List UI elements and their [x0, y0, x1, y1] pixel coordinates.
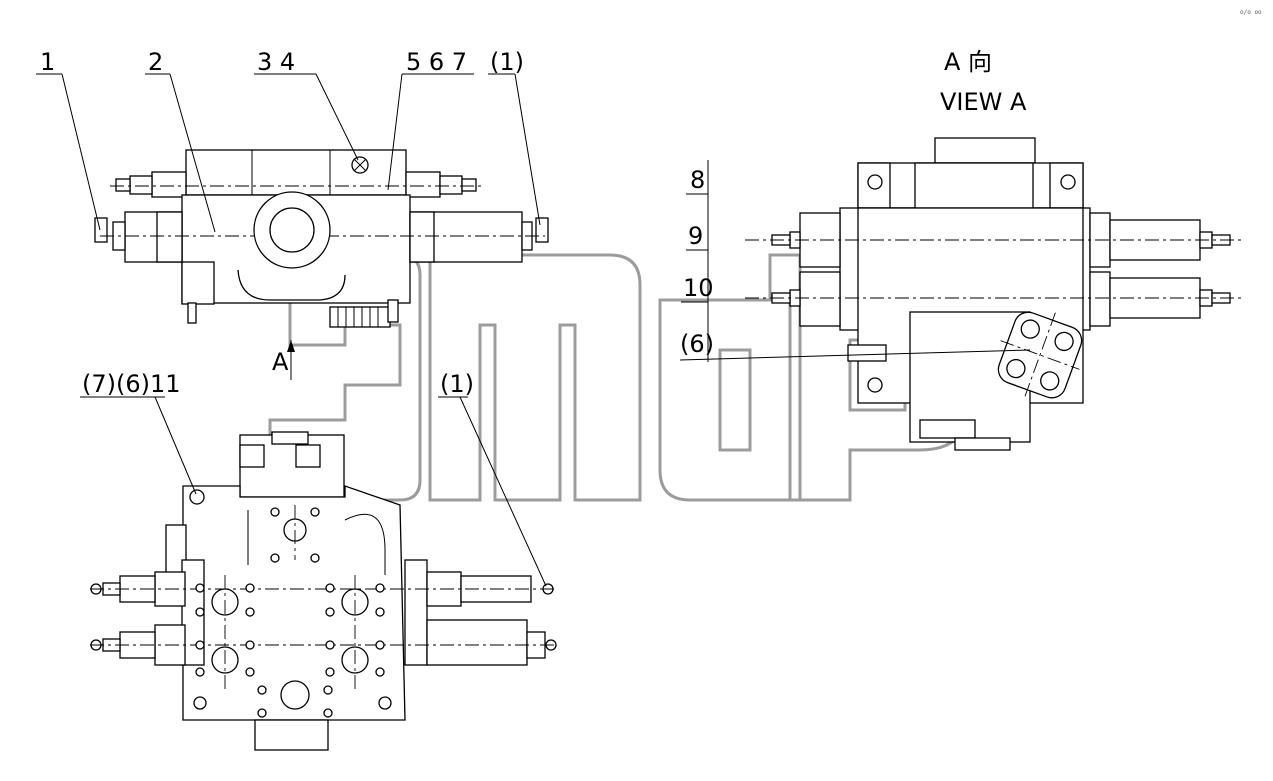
label-arrow-a: A — [272, 348, 289, 376]
front-view — [90, 431, 557, 751]
label-item-10: 10 — [683, 274, 714, 302]
view-a — [745, 137, 1245, 451]
label-item-p1-top: (1) — [490, 48, 524, 76]
label-item-5-6-7: 5 6 7 — [406, 48, 467, 76]
label-item-8: 8 — [690, 166, 705, 194]
view-a-title-cn: A 向 — [944, 48, 992, 76]
label-item-1: 1 — [40, 48, 55, 76]
label-item-p6: (6) — [680, 330, 714, 358]
view-a-labels: A 向 VIEW A 8 9 10 (6) — [679, 48, 1031, 362]
label-item-9: 9 — [688, 222, 703, 250]
top-view — [94, 149, 549, 380]
corner-mark: o/o oo — [1240, 9, 1262, 16]
view-a-title-en: VIEW A — [940, 88, 1027, 116]
label-item-7-6-11: (7)(6)11 — [82, 370, 181, 398]
front-view-labels: (7)(6)11 (1) — [80, 370, 547, 587]
label-item-3-4: 3 4 — [257, 48, 295, 76]
label-item-2: 2 — [148, 48, 163, 76]
label-item-p1-bottom: (1) — [440, 370, 474, 398]
top-view-labels: 1 2 3 4 5 6 7 (1) A — [36, 48, 541, 376]
